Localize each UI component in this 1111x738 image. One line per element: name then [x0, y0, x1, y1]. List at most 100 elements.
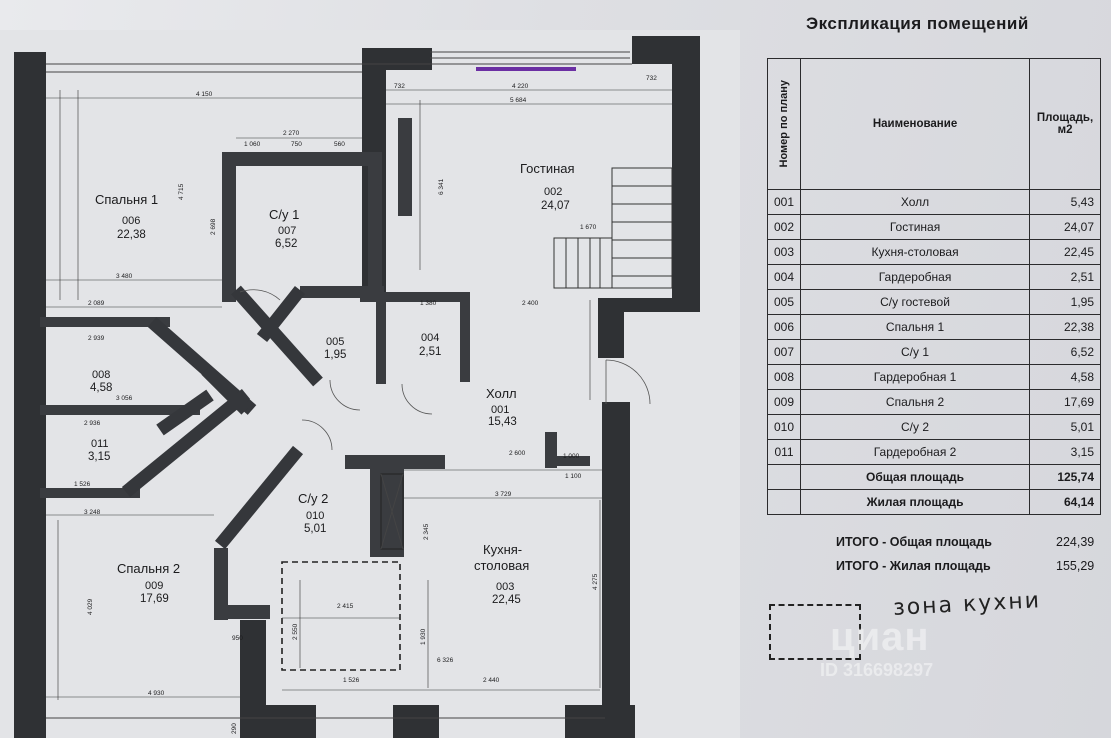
room-area-009: 17,69: [140, 593, 169, 605]
explication-table: Номер по плану Наименование Площадь, м2 …: [766, 58, 1102, 515]
summary-living-label: ИТОГО - Жилая площадь: [836, 559, 991, 573]
table-header-row: Номер по плану Наименование Площадь, м2: [766, 58, 1102, 190]
row-area: 17,69: [1029, 389, 1102, 415]
wall-gard-east: [460, 292, 470, 382]
wall-008-bottom: [40, 405, 200, 415]
dim-1380: 1 380: [420, 300, 437, 307]
room-area-011: 3,15: [88, 451, 110, 463]
dim-1060: 1 060: [244, 141, 261, 148]
dim-2345: 2 345: [423, 523, 430, 540]
room-name-006: Спальня 1: [95, 192, 158, 207]
row-name: С/у 1: [800, 339, 1031, 365]
row-num: 002: [766, 214, 802, 240]
dim-2600: 2 600: [509, 450, 526, 457]
header-number: Номер по плану: [766, 58, 802, 190]
dim-6326: 6 326: [437, 657, 454, 664]
dim-1930: 1 930: [420, 628, 427, 645]
row-name: Гардеробная 1: [800, 364, 1031, 390]
door-010-arc: [301, 419, 333, 451]
room-name-007: С/у 1: [269, 207, 299, 222]
wall-005-004: [376, 292, 386, 384]
dim-4930: 4 930: [148, 690, 165, 697]
wall-su2-west: [214, 548, 228, 620]
room-name-003b: столовая: [474, 558, 529, 573]
row-name: Гардеробная: [800, 264, 1031, 290]
wall-shaft: [370, 462, 404, 557]
living-area-label: Жилая площадь: [800, 489, 1031, 515]
summary-living-value: 155,29: [1056, 559, 1095, 573]
row-name: С/у 2: [800, 414, 1031, 440]
summary-living: ИТОГО - Жилая площадь 155,29: [836, 559, 1094, 573]
dim-5684: 5 684: [510, 97, 527, 104]
dim-2550: 2 550: [292, 623, 299, 640]
row-area: 6,52: [1029, 339, 1102, 365]
dim-732a: 732: [394, 83, 405, 90]
row-num: 010: [766, 414, 802, 440]
row-num: 009: [766, 389, 802, 415]
room-area-002: 24,07: [541, 200, 570, 212]
inner-walls: [40, 118, 590, 620]
dim-1526: 1 526: [74, 481, 91, 488]
room-num-004: 004: [421, 332, 439, 344]
kitchen-counter: [398, 118, 412, 216]
dim-2400: 2 400: [522, 300, 539, 307]
dim-750: 750: [291, 141, 302, 148]
south-wall-a: [266, 705, 316, 738]
room-name-010: С/у 2: [298, 491, 328, 506]
row-area: 4,58: [1029, 364, 1102, 390]
dim-3480: 3 480: [116, 273, 133, 280]
west-wall: [14, 52, 46, 738]
dim-1100: 1 100: [565, 473, 582, 480]
explication-title: Экспликация помещений: [806, 14, 1029, 33]
wall-gostinaya-top: [362, 48, 432, 70]
dimension-labels: 4 150 4 220 5 684 732 732 2 270 1 060 75…: [74, 75, 657, 734]
dim-2270: 2 270: [283, 130, 300, 137]
summary-total: ИТОГО - Общая площадь 224,39: [836, 535, 1094, 549]
row-num: 008: [766, 364, 802, 390]
room-num-005: 005: [326, 336, 344, 348]
summary-total-value: 224,39: [1056, 535, 1095, 549]
row-num: 007: [766, 339, 802, 365]
total-area-value: 125,74: [1029, 464, 1102, 490]
row-area: 5,43: [1029, 189, 1102, 215]
row-name: Холл: [800, 189, 1031, 215]
row-num: 006: [766, 314, 802, 340]
wall-su1-west: [222, 152, 236, 302]
total-area-label: Общая площадь: [800, 464, 1031, 490]
shaft-x2: [380, 473, 404, 550]
header-name: Наименование: [800, 58, 1031, 190]
dim-560: 560: [334, 141, 345, 148]
room-num-001: 001: [491, 404, 509, 416]
room-name-002: Гостиная: [520, 161, 575, 176]
stairs-upper: [611, 167, 673, 289]
dim-3729: 3 729: [495, 491, 512, 498]
dim-4150: 4 150: [196, 91, 213, 98]
room-num-007: 007: [278, 225, 296, 237]
wall-su1-top: [222, 152, 382, 166]
wall-bedroom2-east: [240, 620, 266, 738]
row-name: С/у гостевой: [800, 289, 1031, 315]
dim-4220: 4 220: [512, 83, 529, 90]
diagonal-walls: [121, 285, 323, 550]
door-004-arc: [401, 383, 433, 415]
room-num-002: 002: [544, 186, 562, 198]
dim-290: 290: [231, 723, 238, 734]
room-name-009: Спальня 2: [117, 561, 180, 576]
entry-door-arc: [605, 359, 651, 405]
row-name: Гостиная: [800, 214, 1031, 240]
shaft-box: [380, 473, 404, 550]
row-num: 003: [766, 239, 802, 265]
wall-entry-upper: [598, 298, 624, 358]
row-num: 005: [766, 289, 802, 315]
